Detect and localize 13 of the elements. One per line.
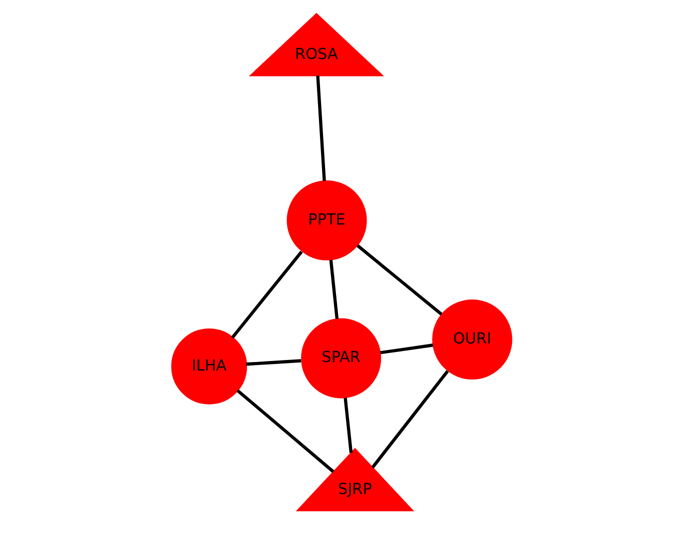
node-circle: SPAR [301,318,382,398]
connector [316,76,326,181]
connector [371,370,449,468]
connector [380,344,434,354]
connector [231,250,303,339]
connector [356,244,442,316]
connector [236,389,334,473]
connector [329,260,339,319]
node-circle: OURI [432,299,512,380]
node-circle: ILHA [171,328,248,404]
connector [246,359,302,366]
node-circle: PPTE [286,180,367,260]
connector [344,398,353,453]
